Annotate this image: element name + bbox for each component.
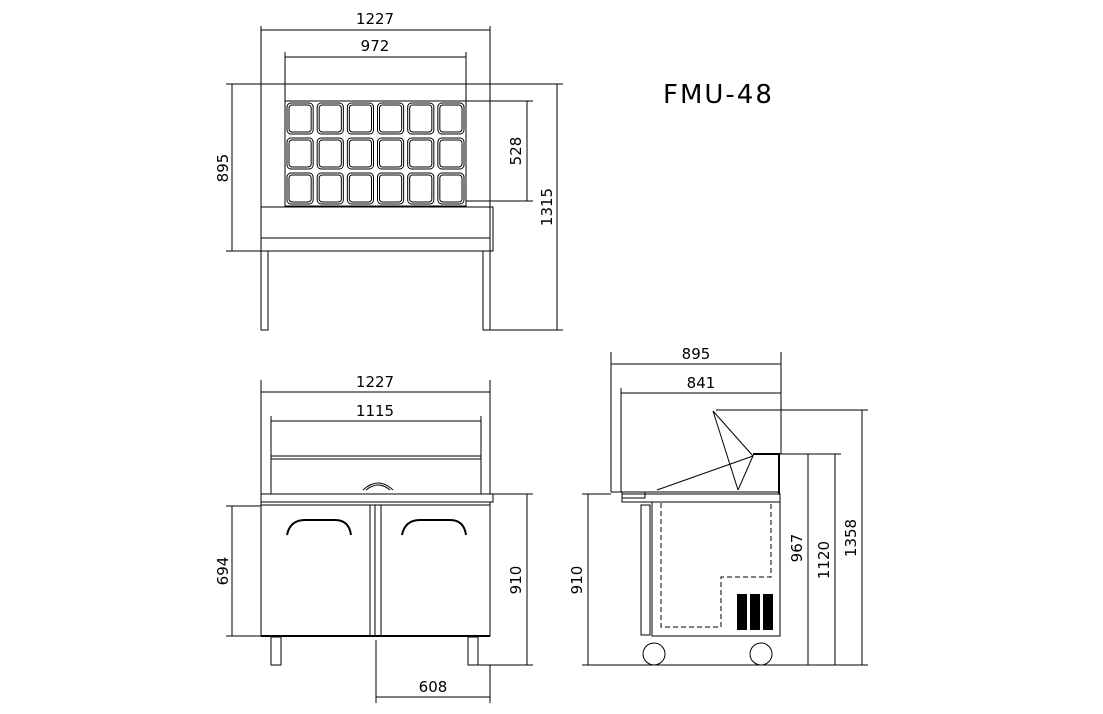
dim-rail-height: 967 [788,534,806,563]
dim-guard-width: 1115 [356,402,394,420]
side-view: 895 841 910 967 1120 1358 [568,345,868,666]
dim-caster-span: 608 [419,678,448,696]
food-pan-inner [318,139,342,168]
front-view: 1227 1115 694 910 608 [214,373,533,703]
food-pan [286,137,314,170]
dim-back-height: 1120 [815,541,833,579]
food-pan [437,172,465,205]
food-pan-inner [379,104,403,133]
sneeze-guard [270,455,482,495]
dim-door-height: 694 [214,557,232,586]
lid-handle [362,482,394,491]
model-title: FMU-48 [663,80,774,110]
food-pan [316,137,344,170]
cutting-board [611,491,780,499]
food-pan-inner [288,104,312,133]
food-pan-inner [348,174,373,203]
food-pan [346,137,375,170]
pan-area [284,100,467,207]
vent-slot [737,594,747,630]
food-pan [437,137,465,170]
food-pan-inner [409,174,433,203]
food-pan [407,137,435,170]
counter-top [260,493,494,503]
pan-grid [286,102,465,205]
food-pan-inner [318,174,342,203]
food-pan [346,172,375,205]
caster-right [467,636,479,666]
door-handle-right [401,519,467,536]
top-view: 1227 972 895 528 1315 [214,10,563,331]
caster-back [749,642,773,666]
food-pan [286,102,314,135]
food-pan-inner [379,139,403,168]
dim-counter-height: 910 [507,566,525,595]
caster-front [642,642,666,666]
dim-height-overall: 1315 [538,188,556,226]
food-pan-inner [409,139,433,168]
vent-slot [763,594,773,630]
food-pan [316,172,344,205]
food-pan-inner [348,139,373,168]
door-edge [640,504,651,636]
food-pan-inner [318,104,342,133]
dim-lid-open-height: 1358 [842,519,860,557]
dim-pan-width: 972 [361,37,390,55]
dim-depth: 895 [214,154,232,183]
food-pan [407,172,435,205]
food-pan-inner [348,104,373,133]
food-pan [346,102,375,135]
dim-side-depth: 895 [682,345,711,363]
food-pan [377,102,405,135]
leg-right [482,250,491,331]
food-pan [407,102,435,135]
vent-grille [737,594,773,630]
food-pan-inner [439,139,463,168]
caster-left [270,636,282,666]
dim-top-width: 1227 [356,10,394,28]
food-pan [437,102,465,135]
open-lid [656,410,754,491]
back-rail [753,453,780,494]
door-handle-left [286,519,352,536]
food-pan-inner [288,139,312,168]
food-pan-inner [379,174,403,203]
food-pan [286,172,314,205]
dim-body-depth: 841 [687,374,716,392]
food-pan [377,172,405,205]
food-pan-inner [439,174,463,203]
food-pan-inner [409,104,433,133]
food-pan [316,102,344,135]
side-counter [621,493,781,503]
top-outline [260,83,491,252]
food-pan-inner [288,174,312,203]
leg-left [260,250,269,331]
food-pan-inner [439,104,463,133]
dim-front-width: 1227 [356,373,394,391]
dim-pan-depth: 528 [507,137,525,166]
dim-side-counter-height: 910 [568,566,586,595]
food-pan [377,137,405,170]
side-body [651,501,781,637]
vent-slot [750,594,760,630]
